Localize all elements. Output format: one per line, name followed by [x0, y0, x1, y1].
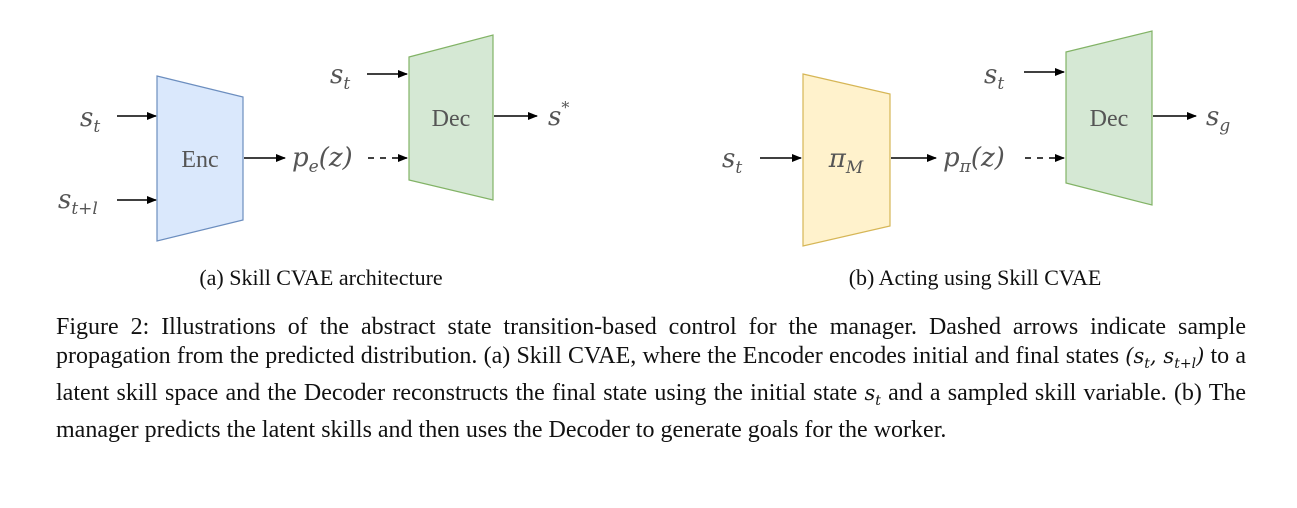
- input-st-dec-b: st: [984, 60, 1004, 94]
- panel-b: πM Dec st pπ(z) st sg (b) Acting using S…: [722, 30, 1230, 290]
- encoder-block: [156, 75, 244, 242]
- input-st-dec-a: st: [330, 60, 350, 94]
- decoder-block-b: [1065, 30, 1153, 206]
- caption-math-states: (st, st+l): [1125, 344, 1205, 373]
- latent-ppi: pπ(z): [943, 143, 1005, 177]
- figure-diagram: Enc Dec st st+l pe(z) st s* (a) Skill CV…: [58, 30, 1230, 290]
- latent-pe: pe(z): [292, 143, 353, 177]
- decoder-label-b: Dec: [1090, 106, 1129, 132]
- policy-block: [802, 73, 891, 247]
- decoder-block-a: [408, 34, 494, 201]
- caption-a: (a) Skill CVAE architecture: [199, 265, 442, 290]
- caption-text-1: Figure 2: Illustrations of the abstract …: [56, 314, 1246, 369]
- policy-label: πM: [828, 144, 864, 178]
- input-st-b: st: [722, 144, 742, 178]
- encoder-label: Enc: [181, 147, 218, 173]
- caption-text-2: to a latent skill space and the Decoder …: [56, 343, 1246, 407]
- caption-b: (b) Acting using Skill CVAE: [849, 265, 1102, 290]
- figure-caption: Figure 2: Illustrations of the abstract …: [56, 313, 1246, 445]
- input-stl-a: st+l: [58, 185, 98, 219]
- panel-a: Enc Dec st st+l pe(z) st s* (a) Skill CV…: [58, 34, 569, 290]
- caption-text-3: and a sampled skill variable. (b) The ma…: [56, 380, 1247, 444]
- input-st-a: st: [80, 103, 100, 137]
- decoder-label-a: Dec: [432, 106, 471, 132]
- caption-math-st: st: [864, 381, 881, 410]
- output-sstar: s*: [548, 98, 569, 132]
- output-sg: sg: [1206, 102, 1230, 136]
